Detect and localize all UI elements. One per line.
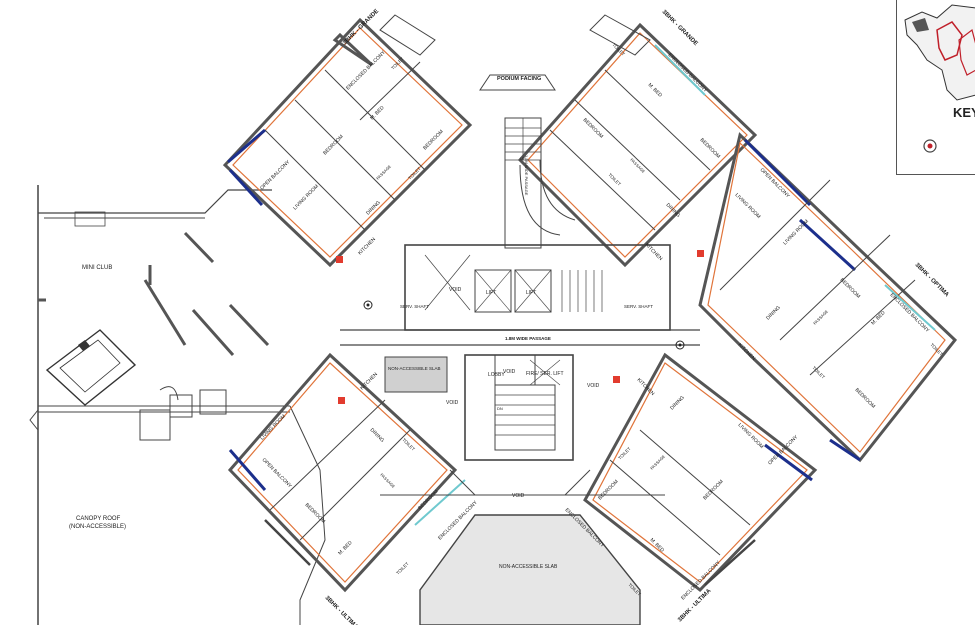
key-plan-map [904, 4, 975, 153]
fire-marker [338, 397, 345, 404]
fire-lift-label: FIRE/ SER. LIFT [526, 371, 564, 377]
room-bedroom: BEDROOM [699, 137, 722, 160]
room-passage: PASSAGE [379, 472, 396, 489]
key-plan-label: KEY [953, 105, 975, 120]
unit-tag-top-right: 3BHK - GRANDE [661, 9, 699, 47]
room-living: LIVING ROOM [734, 192, 762, 220]
void-label: VOID [587, 383, 600, 389]
unit-tag-bottom-left: 3BHK - ULTIMA [324, 595, 360, 625]
stair-dn-label: DN [497, 406, 503, 411]
room-bedroom: BEDROOM [417, 489, 440, 512]
fire-marker [613, 376, 620, 383]
unit-right [698, 132, 958, 463]
room-passage: PASSAGE [375, 164, 392, 181]
lift-label: LIFT [526, 290, 536, 296]
fire-marker [336, 256, 343, 263]
room-m-bed: M. BED [647, 82, 664, 99]
unit-tag-bottom-right: 3BHK - ULTIMA [677, 588, 713, 624]
room-passage: PASSAGE [812, 309, 829, 326]
fire-markers [336, 250, 704, 404]
room-toilet: TOILET [617, 446, 632, 461]
void-label: VOID [512, 493, 525, 499]
canopy-note-label: (NON-ACCESSIBLE) [69, 524, 126, 530]
amenity-block [29, 185, 326, 625]
compass-icon [363, 300, 373, 310]
room-living: LIVING ROOM [259, 414, 287, 442]
room-open-balcony: OPEN BALCONY [759, 167, 792, 200]
unit-tag-right: 3BHK - OPTIMA [914, 262, 951, 299]
canopy-roof-label: CANOPY ROOF [76, 516, 121, 522]
passage-vertical-label: 1.5M WIDE PASSAGE [524, 155, 529, 196]
room-bedroom: BEDROOM [839, 277, 862, 300]
room-passage: PASSAGE [649, 454, 666, 471]
key-plan: KEY [896, 0, 975, 175]
room-bedroom: BEDROOM [597, 479, 620, 502]
void-label: VOID [503, 369, 516, 375]
non-accessible-slab-label: NON-ACCESSIBLE SLAB [388, 366, 441, 371]
unit-top-right [517, 14, 758, 268]
room-toilet: TOILET [607, 172, 622, 187]
room-enclosed-balcony: ENCLOSED BALCONY [345, 49, 387, 91]
room-bedroom: BEDROOM [582, 117, 605, 140]
room-m-bed: M. BED [337, 540, 354, 557]
room-dining: DINING [669, 395, 686, 412]
room-dining: DINING [765, 305, 782, 322]
serv-shaft-label: SERV. SHAFT [400, 304, 429, 309]
room-open-balcony: OPEN BALCONY [261, 457, 294, 490]
passage-horizontal-label: 1.8M WIDE PASSAGE [505, 336, 551, 341]
podium-facing-label: PODIUM FACING [497, 76, 541, 82]
lift-label: LIFT [486, 290, 496, 296]
room-enclosed-balcony: ENCLOSED BALCONY [667, 52, 709, 94]
fire-marker [697, 250, 704, 257]
room-bedroom: BEDROOM [422, 129, 445, 152]
mini-club-label: MINI CLUB [82, 265, 112, 271]
room-kitchen: KITCHEN [357, 236, 377, 256]
serv-shaft-label: SERV. SHAFT [624, 304, 653, 309]
room-bedroom: BEDROOM [322, 134, 345, 157]
unit-bottom-left [227, 352, 466, 593]
compass-icon [675, 340, 685, 350]
unit-top-left [222, 14, 473, 268]
room-living: LIVING ROOM [292, 184, 320, 212]
lobby-label: LOBBY [488, 372, 505, 378]
void-label: VOID [449, 287, 462, 293]
room-m-bed: M. BED [369, 105, 386, 122]
room-bedroom: BEDROOM [854, 387, 877, 410]
room-open-balcony: OPEN BALCONY [259, 159, 292, 192]
room-dining: DINING [369, 427, 386, 444]
void-label: VOID [446, 400, 459, 406]
central-core [340, 74, 700, 625]
room-toilet: TOILET [395, 561, 410, 576]
unit-tag-top-left: 3BHK - GRANDE [342, 8, 380, 46]
room-bedroom: BEDROOM [702, 479, 725, 502]
stair-up-label: UP [520, 156, 526, 161]
room-kitchen: KITCHEN [737, 342, 757, 362]
room-living: LIVING ROOM [782, 219, 810, 247]
compass-icon [923, 139, 937, 153]
non-accessible-slab-label: NON-ACCESSIBLE SLAB [499, 564, 558, 570]
room-kitchen: KITCHEN [359, 371, 379, 391]
